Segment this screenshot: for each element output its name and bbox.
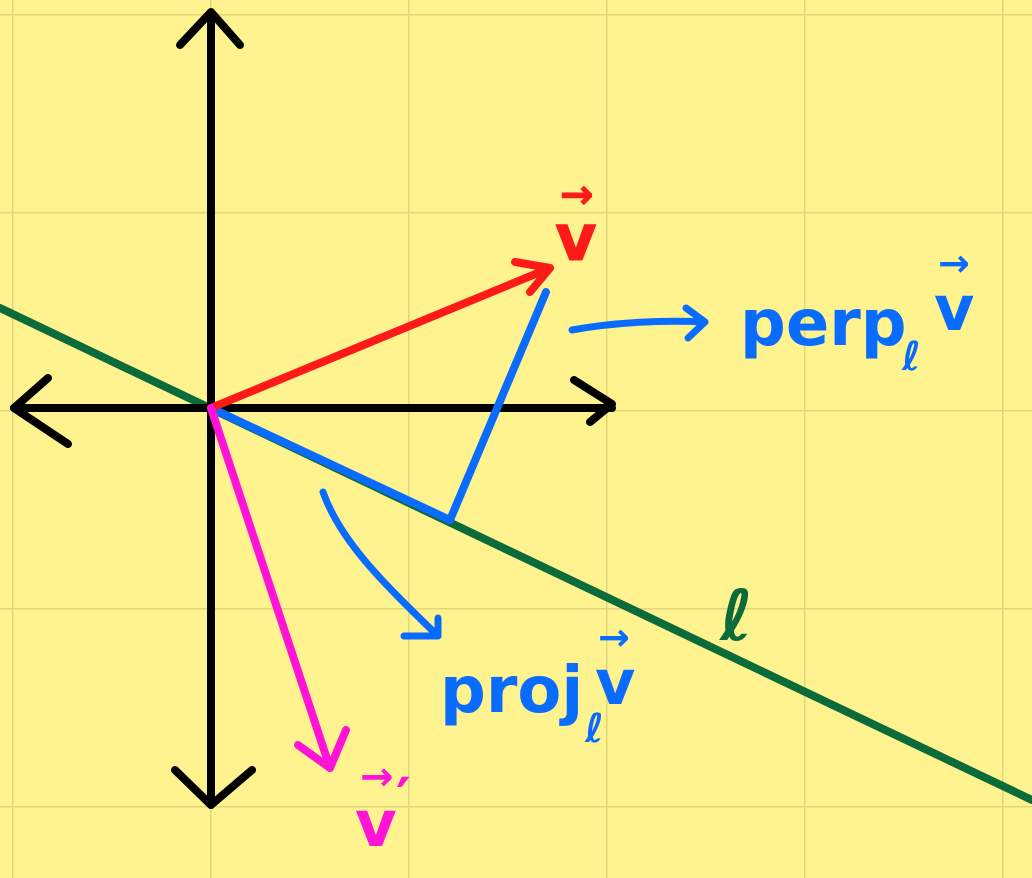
vector-v-prime-arrowhead [294, 726, 350, 772]
vector-v-prime [207, 404, 350, 772]
proj-segment [207, 404, 454, 524]
x-axis-right-arrowhead [570, 376, 616, 426]
label-perp-arrow: → [938, 241, 970, 285]
label-v-prime: → v ′ [355, 754, 411, 862]
label-v-prime-mark: ′ [396, 767, 411, 832]
label-perp-main: perp [740, 287, 907, 361]
proj-pointer-arrowhead [400, 614, 442, 640]
label-perp: perp ℓ → v [740, 241, 974, 380]
label-perp-v: v [934, 272, 974, 345]
y-axis-down-arrowhead [171, 766, 256, 809]
proj-pointer-arrow [319, 488, 442, 640]
label-perp-subscript: ℓ [901, 334, 921, 380]
y-axis-up-arrowhead [176, 8, 244, 49]
label-proj: proj ℓ → v [440, 615, 635, 752]
perp-pointer-arrow [568, 317, 709, 334]
x-axis-left-arrowhead [10, 374, 72, 448]
label-v-prime-v: v [355, 788, 397, 862]
label-proj-subscript: ℓ [584, 706, 604, 752]
label-proj-arrow: → [598, 615, 630, 659]
projection-segments [207, 288, 550, 524]
label-proj-v: v [595, 646, 635, 719]
label-v-text: v [555, 202, 597, 276]
label-proj-main: proj [440, 654, 583, 728]
vector-v [207, 258, 554, 412]
label-v: → v [555, 172, 598, 277]
label-v-prime-arrow: → [360, 754, 394, 800]
label-v-arrow: → [560, 172, 594, 218]
perp-pointer-arrowhead [682, 304, 709, 342]
label-line-l: ℓ [719, 575, 753, 657]
pointer-arrows [319, 304, 709, 640]
vector-v-arrowhead [511, 258, 554, 296]
perp-segment [446, 288, 550, 524]
line-l [0, 304, 1032, 804]
